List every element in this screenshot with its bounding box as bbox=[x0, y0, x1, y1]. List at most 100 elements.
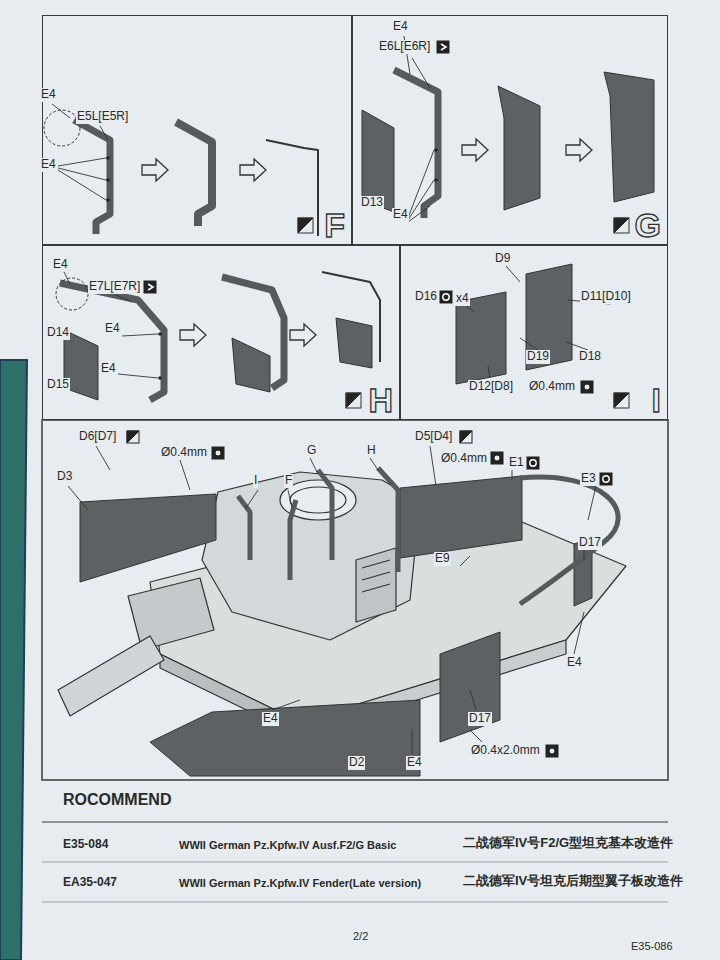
step-icon bbox=[614, 218, 629, 233]
leader-line bbox=[52, 36, 610, 378]
bracket-part bbox=[176, 122, 212, 226]
roll-icon bbox=[443, 294, 449, 300]
leader-line bbox=[460, 556, 470, 566]
table-text: E35-084 bbox=[62, 838, 109, 852]
leader-line bbox=[512, 470, 513, 480]
part-callout: D6[D7] bbox=[78, 430, 117, 444]
drill-icon bbox=[581, 381, 593, 393]
leader-line bbox=[68, 486, 88, 510]
part-callout: E7L[E7R] bbox=[88, 280, 141, 294]
tank-drawing bbox=[362, 560, 390, 592]
table-text: WWII German Pz.Kpfw.IV Ausf.F2/G Basic bbox=[178, 839, 397, 852]
leader-line bbox=[520, 338, 538, 350]
step-arrow bbox=[566, 139, 592, 161]
step-letter: G bbox=[635, 207, 661, 244]
leader-line bbox=[566, 342, 588, 350]
drill-icon bbox=[546, 745, 558, 757]
tank-drawing bbox=[128, 578, 214, 650]
bracket-part bbox=[74, 120, 110, 234]
leader-line bbox=[574, 612, 584, 654]
roll-icon bbox=[527, 457, 539, 469]
step-arrow bbox=[180, 324, 206, 346]
part-callout: E4 bbox=[100, 362, 117, 376]
leader-line bbox=[408, 150, 434, 218]
bend-icon bbox=[144, 41, 449, 293]
leader-line bbox=[118, 374, 158, 378]
part-callout: D16 bbox=[414, 290, 438, 304]
skirt-part bbox=[80, 476, 592, 776]
leader-line bbox=[58, 170, 106, 200]
plate-part bbox=[526, 264, 572, 370]
roll-icon bbox=[600, 473, 612, 485]
skirt-part bbox=[400, 476, 522, 558]
part-callout: E4 bbox=[392, 208, 409, 222]
tank-drawing bbox=[356, 548, 396, 622]
roll-icon bbox=[440, 291, 452, 303]
part-callout: E5L[E5R] bbox=[76, 110, 129, 124]
leader-line bbox=[588, 486, 596, 520]
part-callout: D18 bbox=[578, 350, 602, 364]
table-text: 二战德军IV号F2/G型坦克基本改造件 bbox=[462, 836, 674, 851]
part-callout: F bbox=[284, 474, 293, 488]
bracket-part bbox=[290, 500, 296, 580]
table-text: E35-086 bbox=[630, 940, 674, 953]
part-callout: E3 bbox=[580, 472, 597, 486]
bracket-part bbox=[44, 70, 438, 400]
leader-line bbox=[100, 126, 108, 140]
bracket-part bbox=[266, 140, 318, 236]
leader-line bbox=[470, 730, 482, 742]
bend-icon bbox=[144, 281, 156, 293]
step-arrow bbox=[462, 139, 488, 161]
leader-line bbox=[310, 458, 318, 474]
part-callout: G bbox=[306, 444, 317, 458]
table-text: WWII German Pz.Kpfw.IV Fender(Late versi… bbox=[178, 877, 422, 890]
part-callout: Ø0.4mm bbox=[440, 452, 488, 466]
plate-part bbox=[456, 292, 506, 384]
step-panel: F bbox=[42, 15, 352, 245]
bend-icon bbox=[437, 41, 449, 53]
half-icon bbox=[460, 431, 472, 443]
skirt-part bbox=[80, 494, 216, 582]
table-text: 二战德军IV号坦克后期型翼子板改造件 bbox=[462, 874, 684, 889]
half-icon bbox=[460, 431, 472, 443]
part-callout: Ø0.4x2.0mm bbox=[470, 744, 541, 758]
drill-icon bbox=[549, 748, 555, 754]
part-callout: x4 bbox=[455, 292, 470, 306]
drill-icon bbox=[491, 452, 503, 464]
rivet-dot bbox=[106, 178, 110, 182]
leader-line bbox=[506, 266, 520, 282]
part-callout: D11[D10] bbox=[580, 290, 632, 304]
leader-line bbox=[180, 460, 190, 490]
part-callout: E4 bbox=[392, 20, 409, 34]
tank-drawing bbox=[202, 472, 420, 640]
step-letter: F bbox=[324, 207, 345, 244]
step-icon bbox=[346, 393, 361, 408]
step-icon bbox=[614, 393, 629, 408]
step-icon bbox=[298, 218, 629, 408]
bracket-part bbox=[318, 470, 332, 560]
step-panel: H bbox=[42, 245, 400, 420]
skirt-part bbox=[150, 700, 420, 776]
leader-line bbox=[430, 446, 436, 486]
leader-line bbox=[272, 700, 300, 710]
part-callout: D5[D4] bbox=[414, 430, 453, 444]
leader-line bbox=[64, 272, 70, 284]
frame-line bbox=[42, 420, 668, 780]
leader-line bbox=[488, 366, 490, 378]
bracket-part bbox=[394, 70, 438, 218]
half-icon bbox=[127, 431, 472, 443]
part-callout: E4 bbox=[566, 656, 583, 670]
roll-icon bbox=[530, 460, 536, 466]
rivet-dot bbox=[106, 156, 110, 160]
leader-line bbox=[412, 58, 430, 88]
frame-line bbox=[42, 420, 668, 902]
bend-icon bbox=[441, 44, 446, 50]
step-icon bbox=[614, 393, 629, 408]
plate-part bbox=[498, 86, 540, 210]
tank-drawing bbox=[58, 636, 164, 716]
leader-line bbox=[122, 334, 158, 336]
rivet-dot bbox=[434, 148, 438, 152]
step-letter: H bbox=[368, 382, 393, 419]
